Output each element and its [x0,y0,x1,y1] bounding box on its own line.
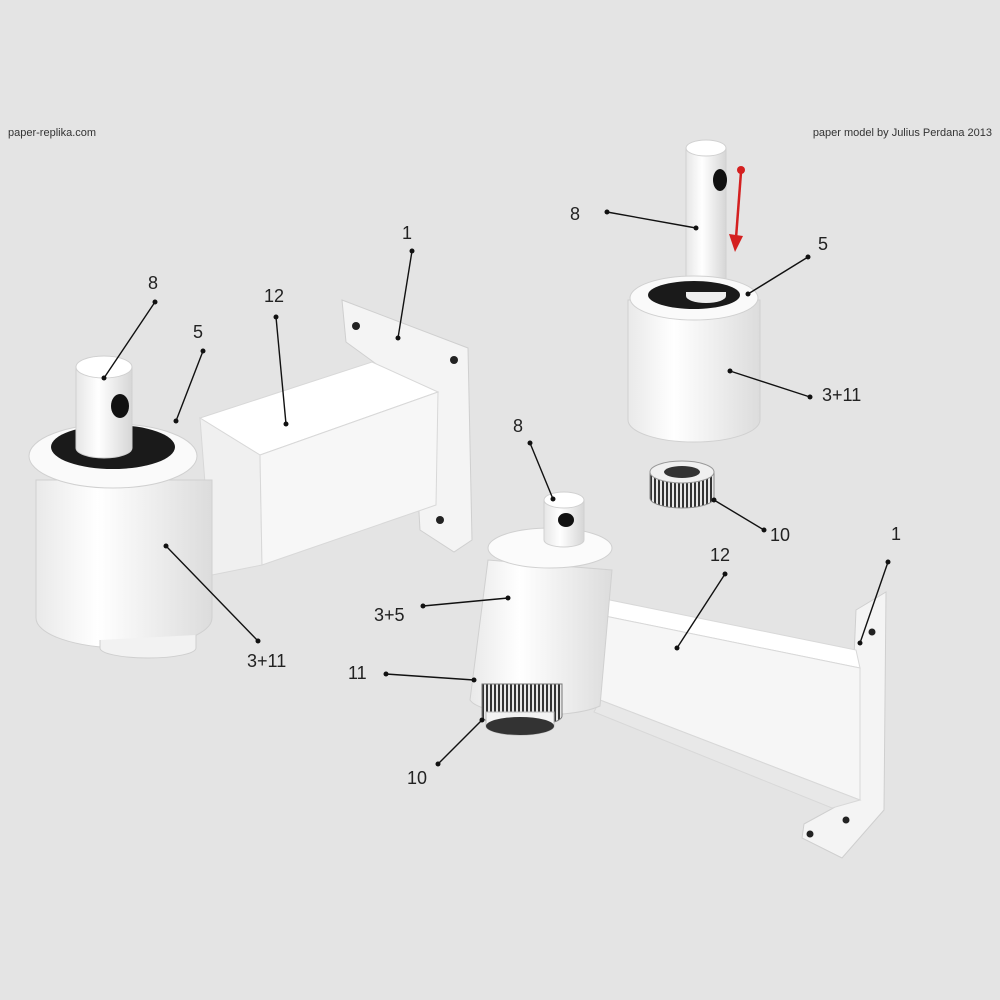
right-shaft-hole [558,513,574,527]
callout-top-ring: 5 [745,234,828,297]
callout-left-ring: 5 [173,322,206,424]
callout-top-shaft: 8 [570,204,699,231]
label-top-5: 5 [818,234,828,254]
author-credit: paper model by Julius Perdana 2013 [812,127,992,139]
callout-left-housing: 3+11 [163,543,286,671]
left-shaft-hole [111,394,129,418]
label-top-10: 10 [770,525,790,545]
top-shaft-hole [713,169,727,191]
callout-right-bearing: 10 [407,717,485,788]
right-shaft-top [543,491,585,509]
label-top-8: 8 [570,204,580,224]
callout-left-shaft: 8 [101,273,158,381]
label-top-3-11: 3+11 [822,385,861,405]
label-right-3-5: 3+5 [374,605,405,625]
right-bearing-hole [486,717,554,735]
site-credit: paper-replika.com [8,127,97,139]
callout-top-housing: 3+11 [727,368,861,405]
plate-hole [436,516,444,524]
label-right-10: 10 [407,768,427,788]
label-left-1: 1 [402,223,412,243]
left-shaft-top [75,355,133,379]
plate-hole [352,322,360,330]
left-housing [35,479,213,649]
plate-hole [450,356,458,364]
arrow-down-icon [729,166,745,252]
right-top-exploded [627,139,761,509]
plate-hole [842,816,850,824]
left-assembly [28,299,473,659]
callout-top-bearing: 10 [711,497,790,545]
label-right-1: 1 [891,524,901,544]
callout-right-plate: 1 [857,524,901,646]
left-bottom-bushing [99,635,197,659]
label-right-11: 11 [348,663,367,683]
callout-left-plate: 1 [395,223,415,341]
label-left-8: 8 [148,273,158,293]
right-assembly [469,491,887,859]
label-left-12: 12 [264,286,284,306]
plate-hole [868,628,876,636]
callout-right-shaft: 8 [513,416,556,502]
left-shaft [75,367,133,459]
label-right-8: 8 [513,416,523,436]
callout-left-arm: 12 [264,286,289,427]
plate-hole [806,830,814,838]
top-housing [627,299,761,443]
label-left-5: 5 [193,322,203,342]
label-left-3-11: 3+11 [247,651,286,671]
callout-right-arm: 12 [674,545,730,651]
top-bearing-hole [664,466,700,478]
callout-right-housing: 3+5 [374,595,511,625]
top-shaft-top [685,139,727,157]
left-arm-side [259,391,439,566]
left-wall-plate [341,299,473,553]
callout-right-collar: 11 [348,663,477,683]
label-right-12: 12 [710,545,730,565]
